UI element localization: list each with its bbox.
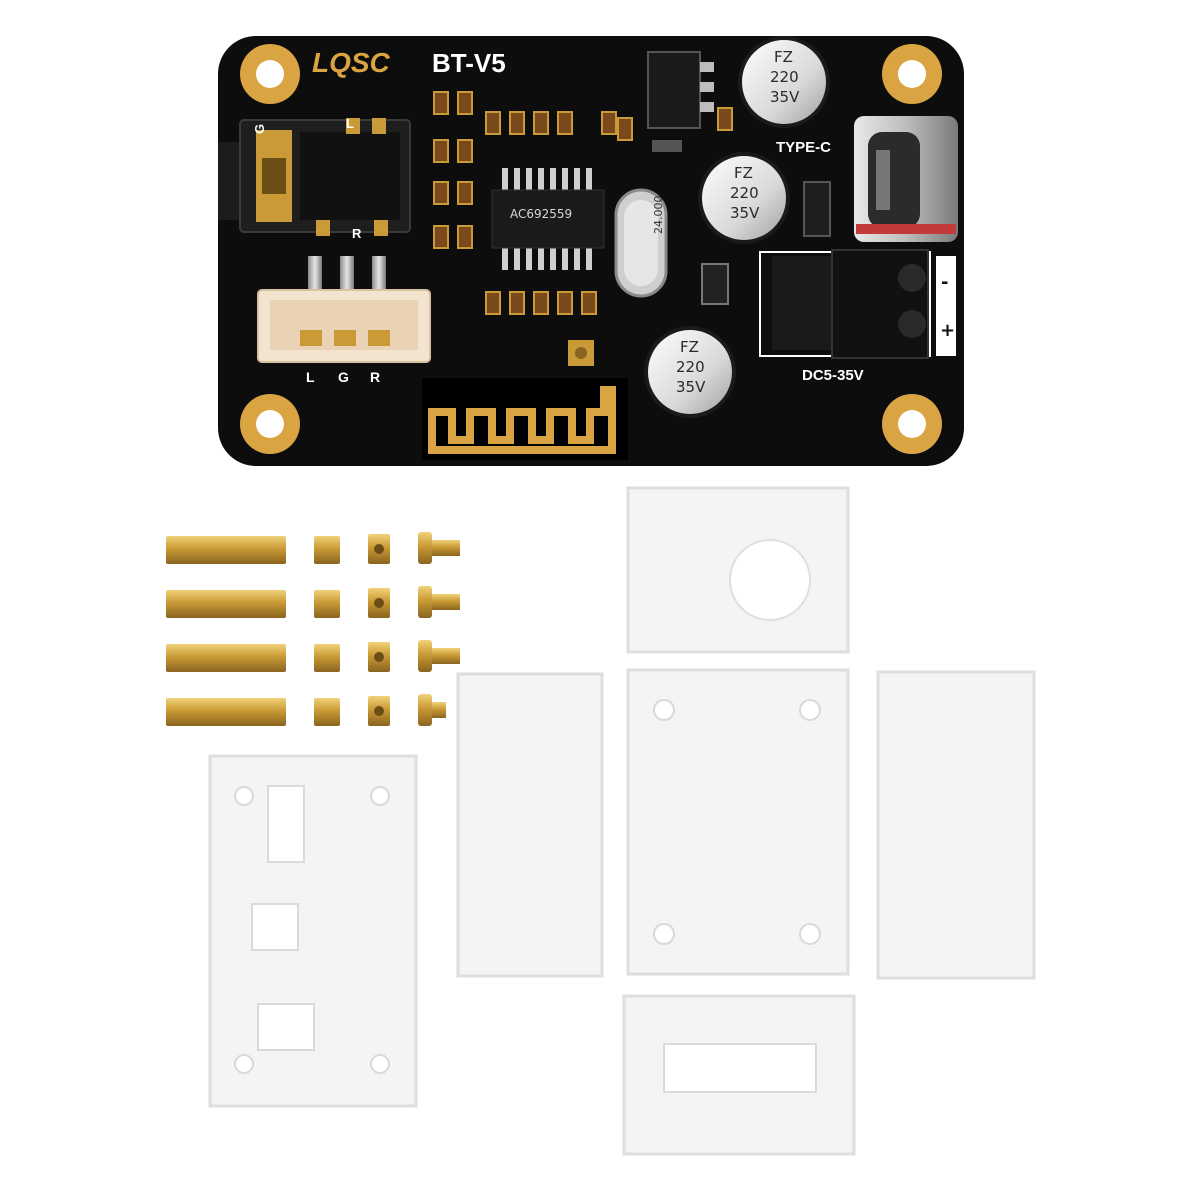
svg-text:FZ: FZ	[680, 338, 699, 356]
usb-c-port	[854, 116, 958, 242]
svg-text:35V: 35V	[770, 88, 800, 106]
chip-marking: AC692559	[510, 207, 572, 221]
antenna-connector	[568, 340, 594, 366]
brass-screw	[418, 586, 460, 618]
mounting-hole-top-right	[882, 44, 942, 104]
svg-text:220: 220	[730, 184, 759, 202]
mounting-hole-top-left	[240, 44, 300, 104]
tvs-component	[803, 181, 831, 237]
hex-nut	[368, 696, 390, 726]
power-terminal-block	[759, 249, 956, 359]
smd-resistors	[433, 91, 733, 315]
acrylic-panels	[208, 486, 1036, 1156]
acrylic-side-panel-right	[876, 670, 1036, 980]
main-chip	[491, 168, 605, 270]
audio-jack	[218, 118, 411, 236]
pcb-antenna	[422, 378, 628, 460]
brass-hardware	[166, 532, 460, 726]
acrylic-panel-cutouts	[208, 754, 418, 1108]
mounting-hole-bottom-right	[882, 394, 942, 454]
long-standoff	[166, 644, 286, 672]
capacitor-bottom: FZ 220 35V	[644, 326, 736, 418]
bluetooth-module-board: LQSC BT-V5 G L R L G	[218, 36, 964, 466]
jack-label-r: R	[352, 226, 362, 241]
short-standoff	[314, 644, 340, 672]
acrylic-panel-slot	[622, 994, 856, 1156]
svg-text:220: 220	[676, 358, 705, 376]
hex-nut	[368, 534, 390, 564]
brass-screw	[418, 640, 460, 672]
svg-text:220: 220	[770, 68, 799, 86]
short-standoff	[314, 536, 340, 564]
long-standoff	[166, 536, 286, 564]
header-label-r: R	[370, 369, 380, 385]
long-standoff	[166, 590, 286, 618]
acrylic-panel-round-hole	[626, 486, 850, 654]
brass-screw	[418, 532, 460, 564]
header-label-l: L	[306, 369, 315, 385]
long-standoff	[166, 698, 286, 726]
svg-text:FZ: FZ	[774, 48, 793, 66]
model-label: BT-V5	[432, 48, 506, 78]
power-label: DC5-35V	[802, 367, 864, 384]
svg-text:35V: 35V	[676, 378, 706, 396]
svg-text:FZ: FZ	[734, 164, 753, 182]
acrylic-side-panel-left	[456, 672, 604, 978]
jack-label-l: L	[346, 116, 354, 131]
mounting-hole-bottom-left	[240, 394, 300, 454]
three-pin-header	[257, 256, 431, 363]
capacitor-middle: FZ 220 35V	[698, 152, 790, 244]
brand-logo: LQSC	[312, 47, 391, 78]
fuse-component	[652, 140, 682, 152]
terminal-plus-label: +	[940, 320, 955, 341]
brass-screw	[418, 694, 446, 726]
crystal-oscillator	[614, 188, 668, 298]
short-standoff	[314, 590, 340, 618]
jack-label-g: G	[252, 124, 267, 134]
crystal-marking: 24.000	[652, 196, 665, 235]
svg-text:35V: 35V	[730, 204, 760, 222]
diode	[701, 263, 729, 305]
acrylic-top-panel	[626, 668, 850, 976]
usb-label: TYPE-C	[776, 139, 831, 156]
short-standoff	[314, 698, 340, 726]
header-label-g: G	[338, 369, 349, 385]
voltage-regulator	[647, 51, 714, 129]
capacitor-top: FZ 220 35V	[738, 36, 830, 128]
terminal-minus-label: -	[941, 272, 948, 293]
hex-nut	[368, 642, 390, 672]
hex-nut	[368, 588, 390, 618]
